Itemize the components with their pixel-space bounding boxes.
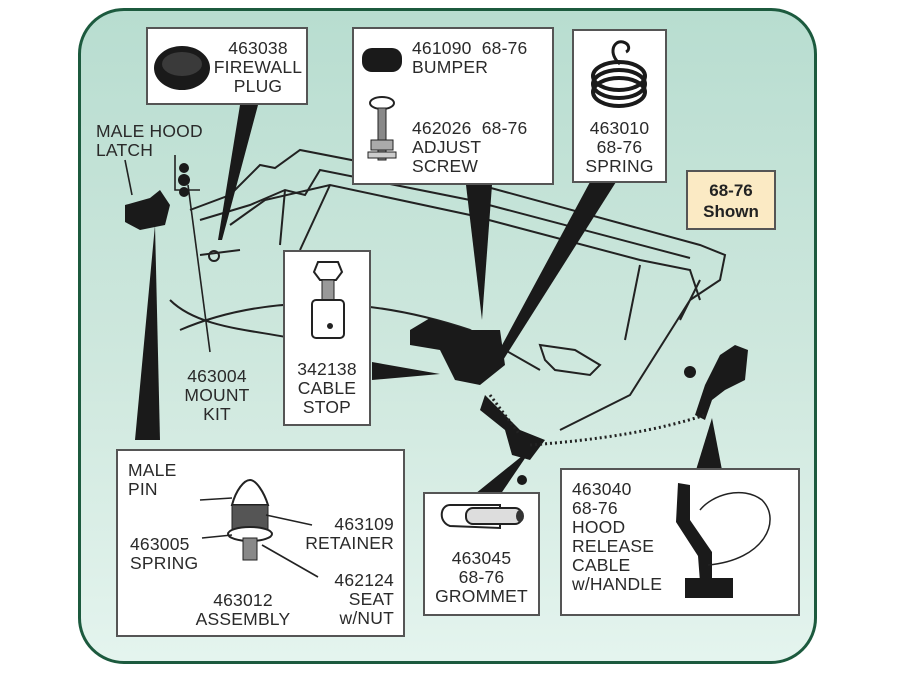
- spring-name: SPRING: [585, 156, 654, 176]
- retainer-label: 463109 RETAINER: [288, 515, 394, 553]
- assembly-spring-part-number: 463005: [130, 534, 190, 554]
- callout-cable-stop: 342138 CABLE STOP: [283, 250, 371, 426]
- spring-years: 68-76: [596, 137, 643, 157]
- adjust-screw-part-number: 462026: [412, 118, 472, 138]
- callout-spring: 463010 68-76 SPRING: [572, 29, 667, 183]
- pointer-hood-release: [696, 418, 722, 470]
- grommet-part-number: 463045: [451, 548, 512, 568]
- pointer-spring: [494, 182, 616, 365]
- pointer-latch-assembly: [135, 225, 160, 440]
- years-shown-badge: 68-76 Shown: [686, 170, 776, 230]
- assembly-part-number: 463012: [213, 590, 273, 610]
- retainer-part-number: 463109: [334, 514, 394, 534]
- callout-pointers: [135, 105, 722, 498]
- badge-shown: Shown: [703, 202, 759, 221]
- callout-bumper-adjust-screw: 461090 68-76 BUMPER 462026 68-76 ADJUST …: [352, 27, 554, 185]
- pointer-firewall-plug: [218, 105, 258, 240]
- callout-latch-assembly: MALE PIN 463109 RETAINER 463005 SPRING 4…: [116, 449, 405, 637]
- firewall-plug-part-number: 463038: [228, 38, 288, 58]
- male-hood-latch-label: MALE HOOD LATCH: [96, 121, 203, 160]
- bumper-years: 68-76: [481, 38, 528, 58]
- seat-part-number: 462124: [334, 570, 394, 590]
- callout-firewall-plug: 463038 FIREWALL PLUG: [146, 27, 308, 105]
- adjust-screw-years: 68-76: [481, 118, 528, 138]
- latch-mechanism: [125, 163, 748, 485]
- grommet-years: 68-76: [458, 567, 505, 587]
- mount-kit-label: 463004 MOUNT KIT: [172, 367, 262, 424]
- seat-label: 462124 SEAT w/NUT: [308, 571, 394, 628]
- firewall-plug-name: FIREWALL: [213, 57, 303, 77]
- spring-part-number: 463010: [589, 118, 650, 138]
- grommet-name: GROMMET: [435, 586, 528, 606]
- firewall-plug-name2: PLUG: [233, 76, 283, 96]
- pointer-adjust-screw: [466, 185, 492, 320]
- mount-kit-part-number: 463004: [187, 366, 247, 386]
- pointer-cable-stop: [372, 362, 440, 380]
- badge-years: 68-76: [709, 181, 753, 200]
- bumper-name: BUMPER: [412, 57, 489, 77]
- adjust-screw-name: ADJUST: [412, 137, 482, 157]
- assembly-label: 463012 ASSEMBLY: [178, 591, 308, 629]
- callout-grommet: 463045 68-76 GROMMET: [423, 492, 540, 616]
- hood-release-years: 68-76: [572, 498, 618, 518]
- adjust-screw-name2: SCREW: [412, 156, 479, 176]
- cable-stop-part-number: 342138: [297, 359, 357, 379]
- male-pin-label: MALE PIN: [128, 460, 177, 499]
- callout-hood-release-cable: 463040 68-76 HOOD RELEASE CABLE w/HANDLE: [560, 468, 800, 616]
- hood-release-part-number: 463040: [572, 479, 632, 499]
- assembly-spring-label: 463005 SPRING: [130, 534, 199, 573]
- pointer-grommet: [470, 448, 532, 498]
- bumper-part-number: 461090: [412, 38, 472, 58]
